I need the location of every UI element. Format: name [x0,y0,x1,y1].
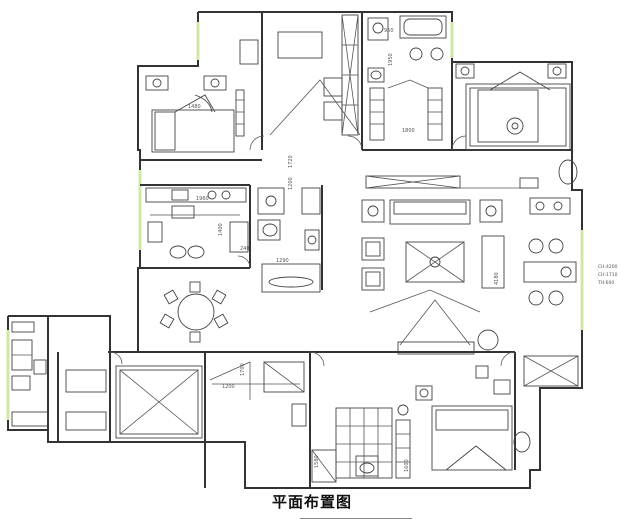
study-room [269,14,361,136]
dim-1960: 1960 [196,196,209,202]
note-line-2: CH:1710 [598,272,618,278]
notes: CH:4200 CH:1710 TH:600 [597,264,618,286]
cabinet-strip [365,175,539,189]
dim-1950: 1950 [388,53,394,66]
door-swings [109,135,516,367]
bathroom-top [367,15,447,141]
left-wing [11,321,107,431]
dining-right [523,197,579,387]
living-room [361,199,505,355]
dim-1290: 1290 [276,258,289,264]
dim-1200-top: 1200 [288,177,294,190]
dim-1720: 1720 [288,155,294,168]
title-underline [300,518,412,519]
bathroom-bottom [335,404,411,479]
dim-240: 240 [240,246,250,252]
dim-1580: 1580 [314,455,320,468]
note-line-3: TH:600 [597,280,614,286]
dim-1200-bottom: 1200 [222,384,235,390]
outer-walls [7,11,583,489]
master-bedroom [455,63,578,185]
bathroom-center [257,187,321,293]
dim-1480: 1480 [188,104,201,110]
note-line-1: CH:4200 [598,264,618,270]
dim-1800: 1800 [402,128,415,134]
storage-box [115,365,203,439]
bedroom-bottom-right [415,365,531,471]
corridor-mid [209,361,337,483]
dim-4180: 4180 [494,272,500,285]
dim-1600: 1600 [404,459,410,472]
bedroom-top-left [145,39,259,153]
kitchen [145,187,249,259]
dim-1700: 1700 [240,363,246,376]
dimension-labels: 950 1480 1950 1800 1720 1200 1960 1400 2… [188,28,500,472]
dining-table [159,281,229,343]
drawing-title: 平面布置图 [271,493,352,511]
dim-1400: 1400 [218,223,224,236]
dim-950: 950 [384,28,394,34]
windows [6,22,584,420]
